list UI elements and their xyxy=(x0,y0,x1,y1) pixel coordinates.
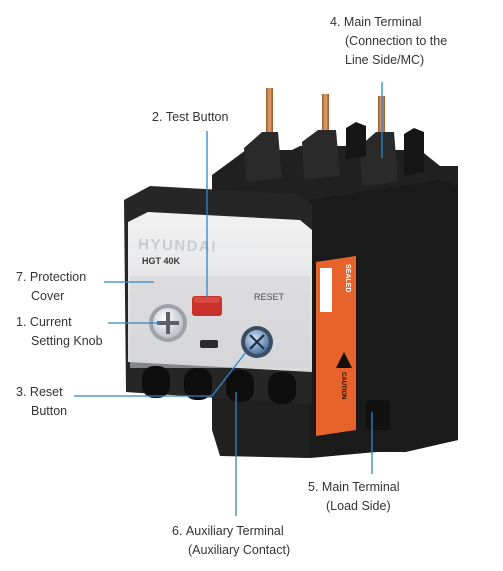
indicator-window xyxy=(200,340,218,348)
callout-number: 5. xyxy=(308,480,319,494)
callout-text: Cover xyxy=(31,289,65,303)
brand-logo: HYUNDAI xyxy=(138,236,217,256)
callout-text: (Load Side) xyxy=(326,499,391,513)
callout-number: 6. xyxy=(172,524,183,538)
callout-text: Main Terminal xyxy=(321,480,400,494)
leader-lines xyxy=(74,82,383,516)
callout-text: (Auxiliary Contact) xyxy=(188,543,291,557)
current-setting-knob[interactable] xyxy=(149,304,187,342)
callout-number: 7. xyxy=(16,270,27,284)
callout-text: Auxiliary Terminal xyxy=(185,524,284,538)
caution-text: CAUTION xyxy=(340,372,346,399)
callout-text: Line Side/MC) xyxy=(345,53,425,67)
callout-text: Test Button xyxy=(165,110,229,124)
auxiliary-terminals xyxy=(142,366,296,404)
sealed-text: SEALED xyxy=(344,264,351,292)
callout-main-terminal-load-side: 5. Main Terminal (Load Side) xyxy=(308,478,400,516)
callout-main-terminal-line-side: 4. Main Terminal (Connection to the Line… xyxy=(330,13,447,70)
callout-text: Button xyxy=(31,404,68,418)
callout-text: Current xyxy=(29,315,72,329)
callout-protection-cover: 7. Protection Cover xyxy=(16,268,86,306)
callout-text: Main Terminal xyxy=(343,15,422,29)
reset-button[interactable] xyxy=(241,326,273,358)
callout-number: 2. xyxy=(152,110,163,124)
callout-text: Protection xyxy=(29,270,87,284)
callout-text: Reset xyxy=(29,385,63,399)
callout-auxiliary-terminal: 6. Auxiliary Terminal (Auxiliary Contact… xyxy=(172,522,290,560)
reset-label: RESET xyxy=(254,292,285,302)
callout-text: (Connection to the xyxy=(345,34,448,48)
test-button[interactable] xyxy=(192,296,222,316)
model-label: HGT 40K xyxy=(142,256,181,266)
leader-reset-button xyxy=(74,351,247,397)
callout-number: 1. xyxy=(16,315,27,329)
callout-current-setting-knob: 1. Current Setting Knob xyxy=(16,313,103,351)
callout-test-button: 2. Test Button xyxy=(152,108,228,127)
callout-number: 4. xyxy=(330,15,341,29)
callout-number: 3. xyxy=(16,385,27,399)
callout-text: Setting Knob xyxy=(31,334,103,348)
warning-label xyxy=(316,256,356,436)
callout-reset-button: 3. Reset Button xyxy=(16,383,67,421)
